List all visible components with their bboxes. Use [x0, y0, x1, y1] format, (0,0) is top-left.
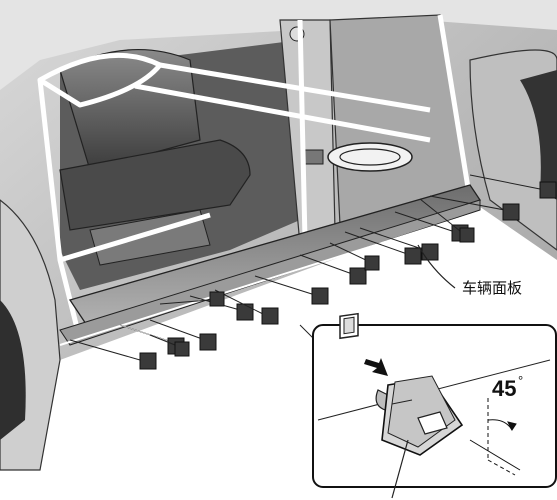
clip-group	[69, 174, 557, 370]
front-seat	[59, 48, 251, 266]
mounting-hole	[339, 312, 359, 340]
clip	[329, 242, 380, 271]
vehicle-panel	[59, 184, 482, 346]
panel-label-callout: 车辆面板	[417, 244, 522, 297]
panel-label: 车辆面板	[462, 279, 522, 297]
insertion-arrow-icon	[364, 358, 388, 376]
clip-detail-inset: 45 °	[299, 312, 557, 499]
clip	[469, 174, 557, 199]
angle-indicator	[469, 398, 521, 476]
clip	[149, 334, 190, 357]
clip	[69, 339, 157, 370]
clip	[344, 231, 422, 265]
angle-unit: °	[518, 373, 523, 388]
clip	[149, 319, 217, 351]
clip	[159, 291, 225, 307]
clip	[429, 195, 520, 221]
clip-detail	[375, 375, 464, 456]
angle-value: 45	[492, 376, 516, 401]
clip	[299, 254, 367, 285]
clip	[254, 275, 329, 305]
clip	[419, 198, 475, 243]
